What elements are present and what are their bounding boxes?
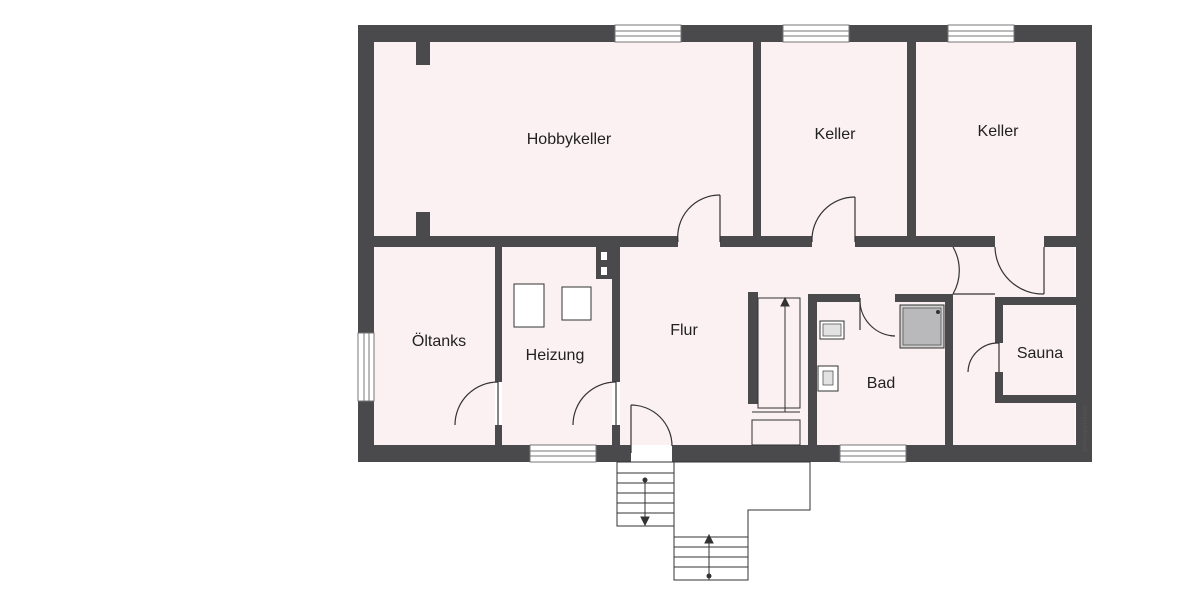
heating-units — [513, 283, 592, 328]
floor-keller-2 — [916, 42, 1076, 236]
pillar-bottom — [416, 212, 430, 236]
toilet — [817, 365, 839, 392]
floor-hobbykeller — [374, 42, 753, 236]
window-keller-1 — [782, 24, 850, 43]
door-hobbykeller — [677, 194, 721, 243]
wall-sauna-left-lower — [995, 372, 1003, 402]
door-entrance — [630, 404, 673, 453]
wall-mid-2 — [720, 236, 812, 247]
room-label-flur: Flur — [670, 322, 698, 339]
shower-tray — [899, 304, 945, 349]
wall-bad-right — [945, 294, 953, 445]
floor-oeltanks — [374, 247, 495, 445]
watermark-text: Immogrundriss — [1082, 405, 1089, 452]
wall-oeltanks-heizung-upper — [495, 247, 502, 382]
internal-staircase — [751, 296, 801, 446]
bathroom-fixtures — [817, 304, 945, 392]
room-label-sauna: Sauna — [1017, 345, 1063, 362]
wall-heizung-flur-lower — [612, 425, 620, 445]
room-label-keller-1: Keller — [815, 126, 857, 143]
wall-bad-top-right — [895, 294, 950, 302]
wall-sauna-bottom — [995, 395, 1076, 403]
room-label-hobbykeller: Hobbykeller — [527, 131, 612, 148]
window-keller-2 — [947, 24, 1015, 43]
wall-oeltanks-heizung-lower — [495, 425, 502, 445]
room-label-heizung: Heizung — [526, 347, 585, 364]
shaft-wall — [596, 247, 612, 279]
pillar-top — [416, 42, 430, 65]
door-bad — [859, 297, 896, 337]
wall-heizung-flur-upper — [612, 247, 620, 382]
window-heizung — [529, 444, 597, 463]
floor-keller-1 — [761, 42, 907, 236]
windows — [357, 24, 1015, 463]
door-sauna — [967, 342, 1000, 373]
door-right-wing — [952, 246, 995, 295]
walls — [358, 25, 1092, 462]
wall-bad-left — [808, 294, 817, 445]
door-heizung — [572, 381, 617, 426]
wall-outer-right — [1076, 25, 1092, 462]
wall-keller1-keller2 — [907, 42, 916, 236]
stair-lower-block — [616, 461, 675, 527]
wall-outer-top — [358, 25, 1092, 42]
washbasin — [819, 320, 845, 340]
wall-mid-3 — [855, 236, 995, 247]
window-hobbykeller — [614, 24, 682, 43]
outside-stairs — [616, 461, 811, 581]
room-label-oeltanks: Öltanks — [412, 332, 466, 350]
door-keller-2 — [994, 246, 1045, 295]
boiler-2 — [561, 286, 592, 321]
door-keller-1 — [811, 196, 856, 243]
wall-hobby-keller1 — [753, 42, 761, 236]
boiler-1 — [513, 283, 545, 328]
doors — [454, 194, 1045, 453]
wall-bad-top-left — [808, 294, 860, 302]
window-oeltanks — [357, 332, 375, 402]
room-label-bad: Bad — [867, 375, 895, 392]
window-bad — [839, 444, 907, 463]
door-oeltanks — [454, 381, 499, 426]
wall-sauna-top — [995, 297, 1076, 305]
wall-mid-1 — [374, 236, 678, 247]
shaft-hole-1 — [601, 252, 607, 260]
wall-stair-inner — [748, 292, 758, 404]
floor-heizung — [502, 247, 612, 445]
wall-mid-4 — [1044, 236, 1076, 247]
wall-sauna-left-upper — [995, 297, 1003, 343]
room-label-keller-2: Keller — [978, 123, 1020, 140]
shaft-hole-2 — [601, 267, 607, 275]
